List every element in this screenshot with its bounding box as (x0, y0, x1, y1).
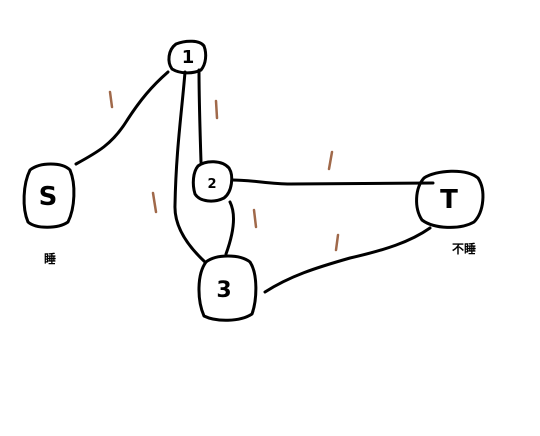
capacity-mark-3-t (334, 233, 340, 252)
node-t-label: T (440, 185, 458, 215)
node-1-outline (167, 39, 208, 75)
node-t: T (415, 169, 485, 229)
edge-1-2 (197, 68, 203, 164)
node-2-outline (191, 160, 234, 203)
node-1: 1 (167, 39, 208, 75)
edge-s-1 (74, 70, 170, 166)
edge-1-3 (173, 70, 207, 264)
edge-2-t (230, 178, 435, 186)
node-s-label: S (39, 182, 58, 212)
node-2-label: 2 (207, 177, 216, 192)
node-3: 3 (197, 254, 258, 322)
capacity-mark-2-t (327, 150, 334, 171)
edge-3-t (263, 226, 432, 294)
node-3-outline (197, 254, 258, 322)
capacity-mark-2-3 (252, 208, 258, 229)
node-s: S (22, 162, 76, 229)
node-3-label: 3 (216, 278, 231, 303)
capacity-mark-1-2 (214, 99, 219, 120)
node-2: 2 (191, 160, 234, 203)
edge-2-3 (224, 200, 235, 256)
capacity-mark-s-1 (108, 90, 114, 109)
sink-caption: 不睡 (452, 242, 477, 256)
source-caption: 睡 (44, 252, 57, 266)
node-1-label: 1 (182, 47, 195, 68)
node-s-outline (22, 162, 76, 229)
capacity-mark-1-3 (151, 191, 158, 214)
node-t-outline (415, 169, 485, 229)
